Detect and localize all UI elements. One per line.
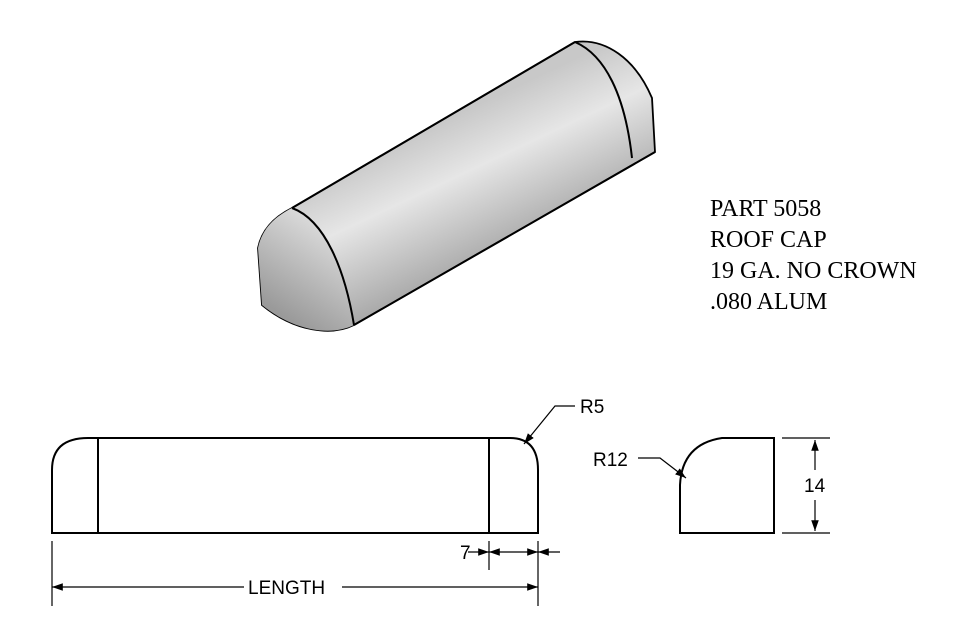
r5-label: R5 <box>580 397 604 418</box>
isometric-view <box>257 40 656 332</box>
length-label: LENGTH <box>248 578 325 599</box>
profile-outline <box>679 437 775 534</box>
part-notes: PART 5058 ROOF CAP 19 GA. NO CROWN .080 … <box>710 194 917 318</box>
front-view: R5 7 LENGTH <box>51 397 604 606</box>
gauge-note: 19 GA. NO CROWN <box>710 258 917 284</box>
dim7-label: 7 <box>460 543 471 564</box>
r12-label: R12 <box>593 450 628 471</box>
part-number: PART 5058 <box>710 196 822 222</box>
r5-leader <box>523 405 575 445</box>
part-name: ROOF CAP <box>710 227 827 253</box>
r12-leader <box>638 457 687 479</box>
side-view: R12 14 <box>593 437 830 534</box>
back-bend-line <box>574 41 633 159</box>
front-bend-line <box>291 207 355 326</box>
body-top-edge <box>291 41 576 209</box>
front-end-face <box>258 208 354 331</box>
body-bottom-edge <box>353 151 656 326</box>
height-label: 14 <box>804 476 826 497</box>
front-view-outline <box>51 437 539 534</box>
material-note: .080 ALUM <box>710 289 828 315</box>
